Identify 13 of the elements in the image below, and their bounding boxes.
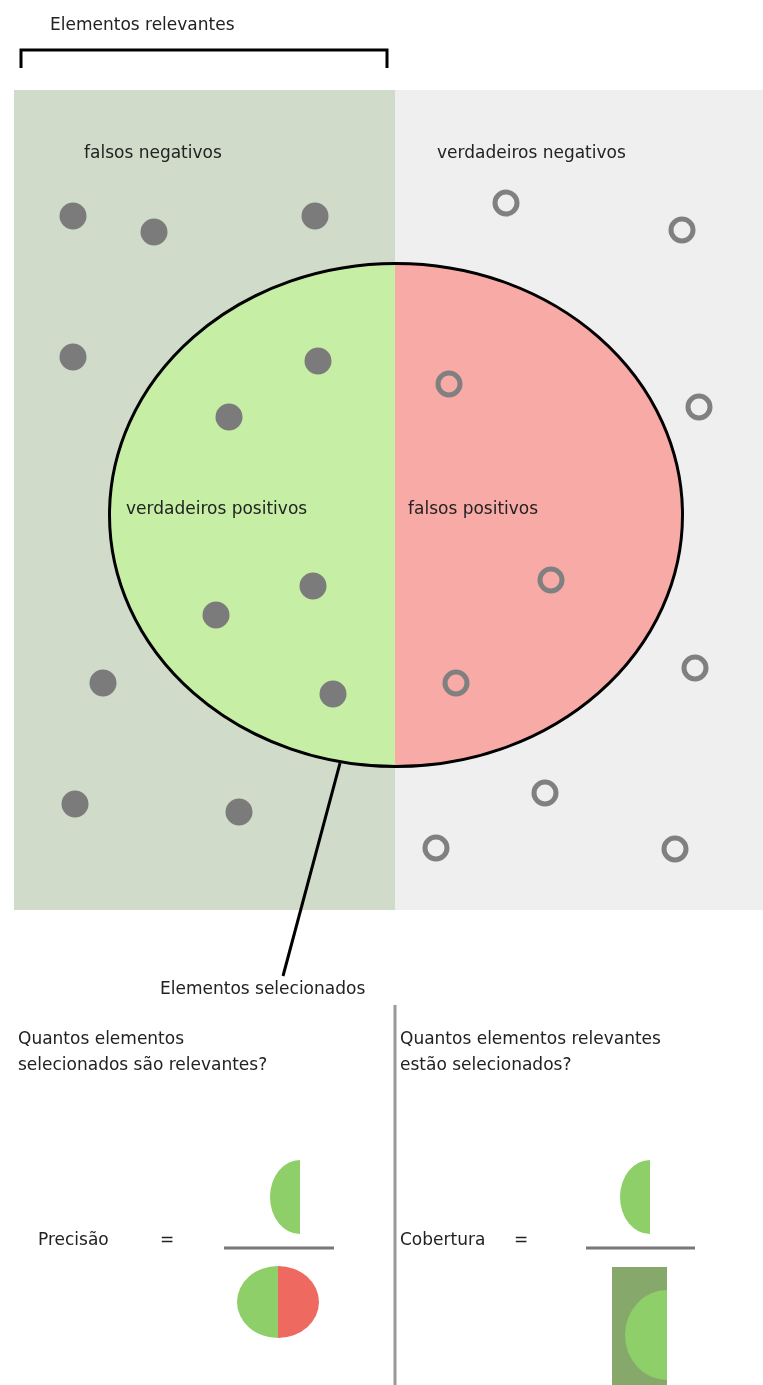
caption-text: Elementos selecionados	[160, 978, 366, 1000]
question-text: Quantos elementos relevantes estão selecionados?	[400, 1027, 662, 1077]
region-label: verdadeiros positivos	[126, 498, 308, 520]
formula-label: Precisão	[38, 1229, 109, 1251]
equals-sign: =	[514, 1229, 529, 1251]
bracket-label: Elementos relevantes	[50, 14, 235, 36]
leader-line	[281, 762, 342, 977]
region-label: falsos negativos	[84, 142, 222, 164]
region-label: verdadeiros negativos	[437, 142, 626, 164]
question-text: Quantos elementos selecionados são relevantes?	[18, 1027, 269, 1077]
equals-sign: =	[160, 1229, 175, 1251]
formula-label: Cobertura	[400, 1229, 486, 1251]
region-label: falsos positivos	[408, 498, 539, 520]
